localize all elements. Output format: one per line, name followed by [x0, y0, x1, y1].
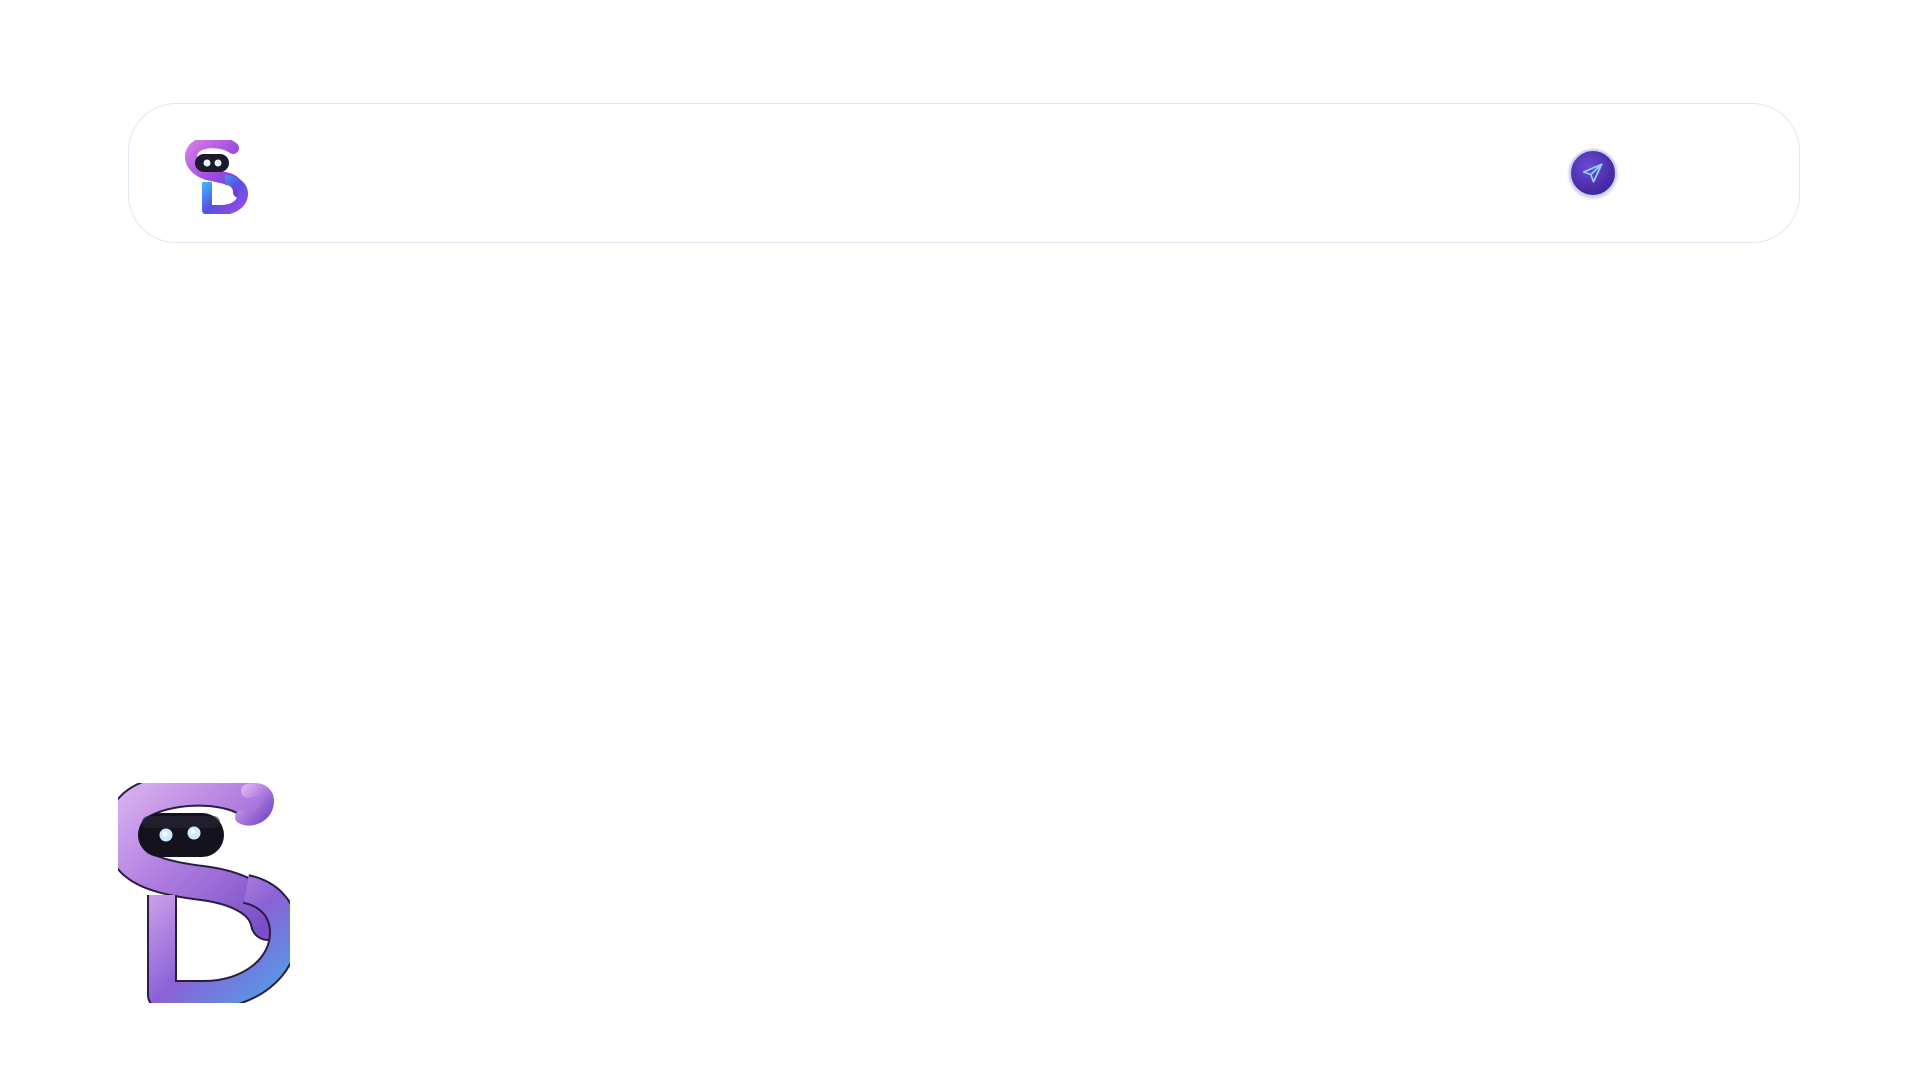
paper-plane-icon	[1582, 163, 1603, 183]
prompt-bar	[128, 103, 1800, 243]
sd-robot-mascot-icon	[118, 783, 290, 1003]
sd-robot-logo-icon	[185, 140, 248, 214]
send-button[interactable]	[1569, 149, 1617, 197]
prompt-input[interactable]	[279, 144, 1663, 206]
